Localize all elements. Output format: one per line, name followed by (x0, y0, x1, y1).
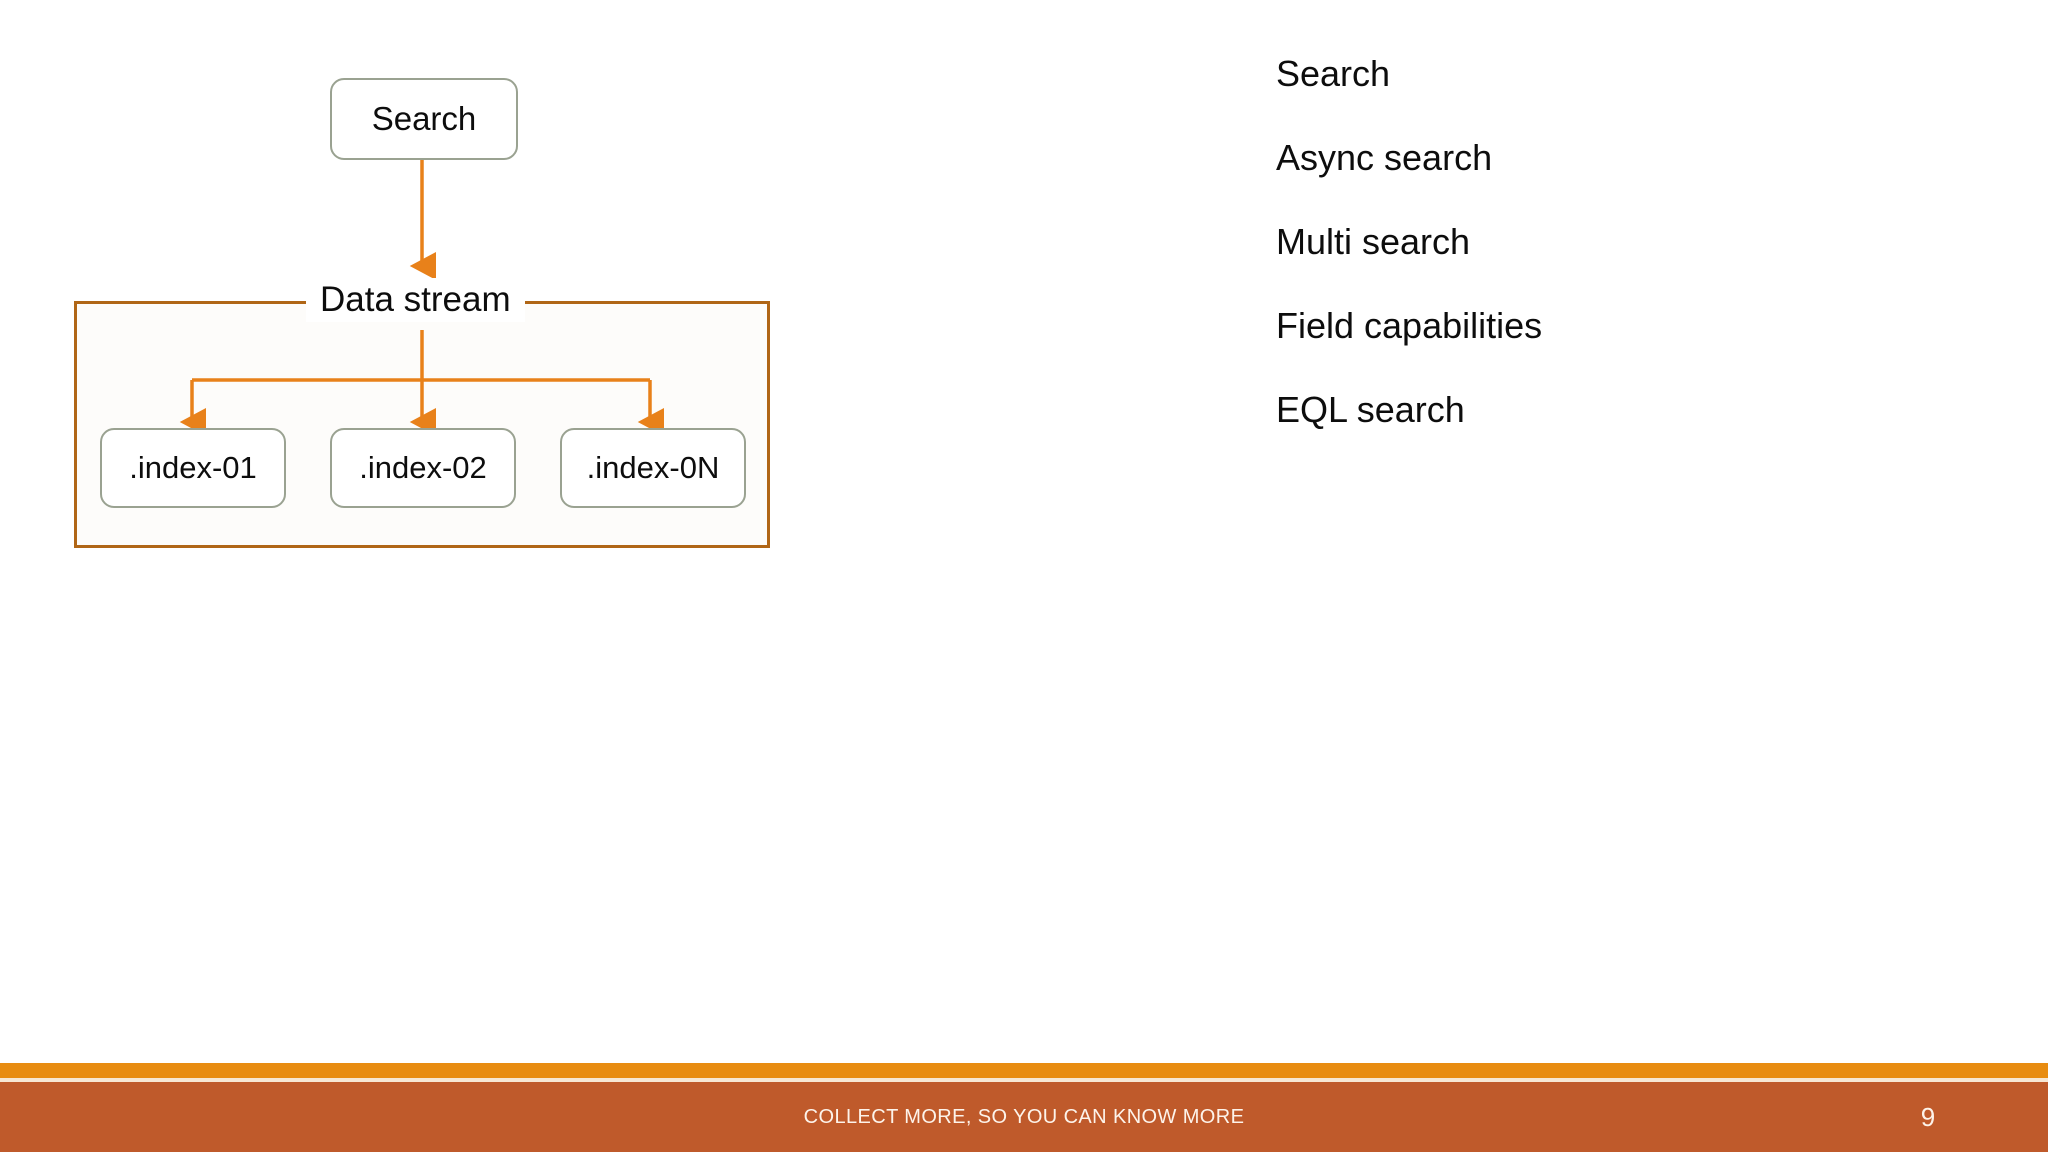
data-stream-label: Data stream (306, 278, 525, 322)
list-item-multi-search: Multi search (1276, 221, 1471, 262)
list-item-search: Search (1276, 53, 1391, 94)
node-index-0n[interactable]: .index-0N (560, 428, 746, 508)
footer-bar (0, 1082, 2048, 1152)
list-item-async-search: Async search (1276, 137, 1493, 178)
footer-tagline: COLLECT MORE, SO YOU CAN KNOW MORE (803, 1105, 1245, 1128)
node-search[interactable]: Search (330, 78, 518, 160)
list-item-field-capabilities: Field capabilities (1276, 305, 1543, 346)
page-number: 9 (1920, 1101, 1936, 1132)
search-api-list: Search Async search Multi search Field c… (1276, 52, 1976, 472)
list-item-eql-search: EQL search (1276, 389, 1465, 430)
node-index-02[interactable]: .index-02 (330, 428, 516, 508)
data-stream-diagram: Search Data stream .index-01 .index-02 .… (0, 0, 900, 620)
data-stream-container (74, 301, 770, 548)
node-index-01[interactable]: .index-01 (100, 428, 286, 508)
footer-hairline-divider (0, 1078, 2048, 1082)
slide-footer: COLLECT MORE, SO YOU CAN KNOW MORE 9 (0, 1063, 2048, 1152)
footer-accent-strip (0, 1063, 2048, 1078)
